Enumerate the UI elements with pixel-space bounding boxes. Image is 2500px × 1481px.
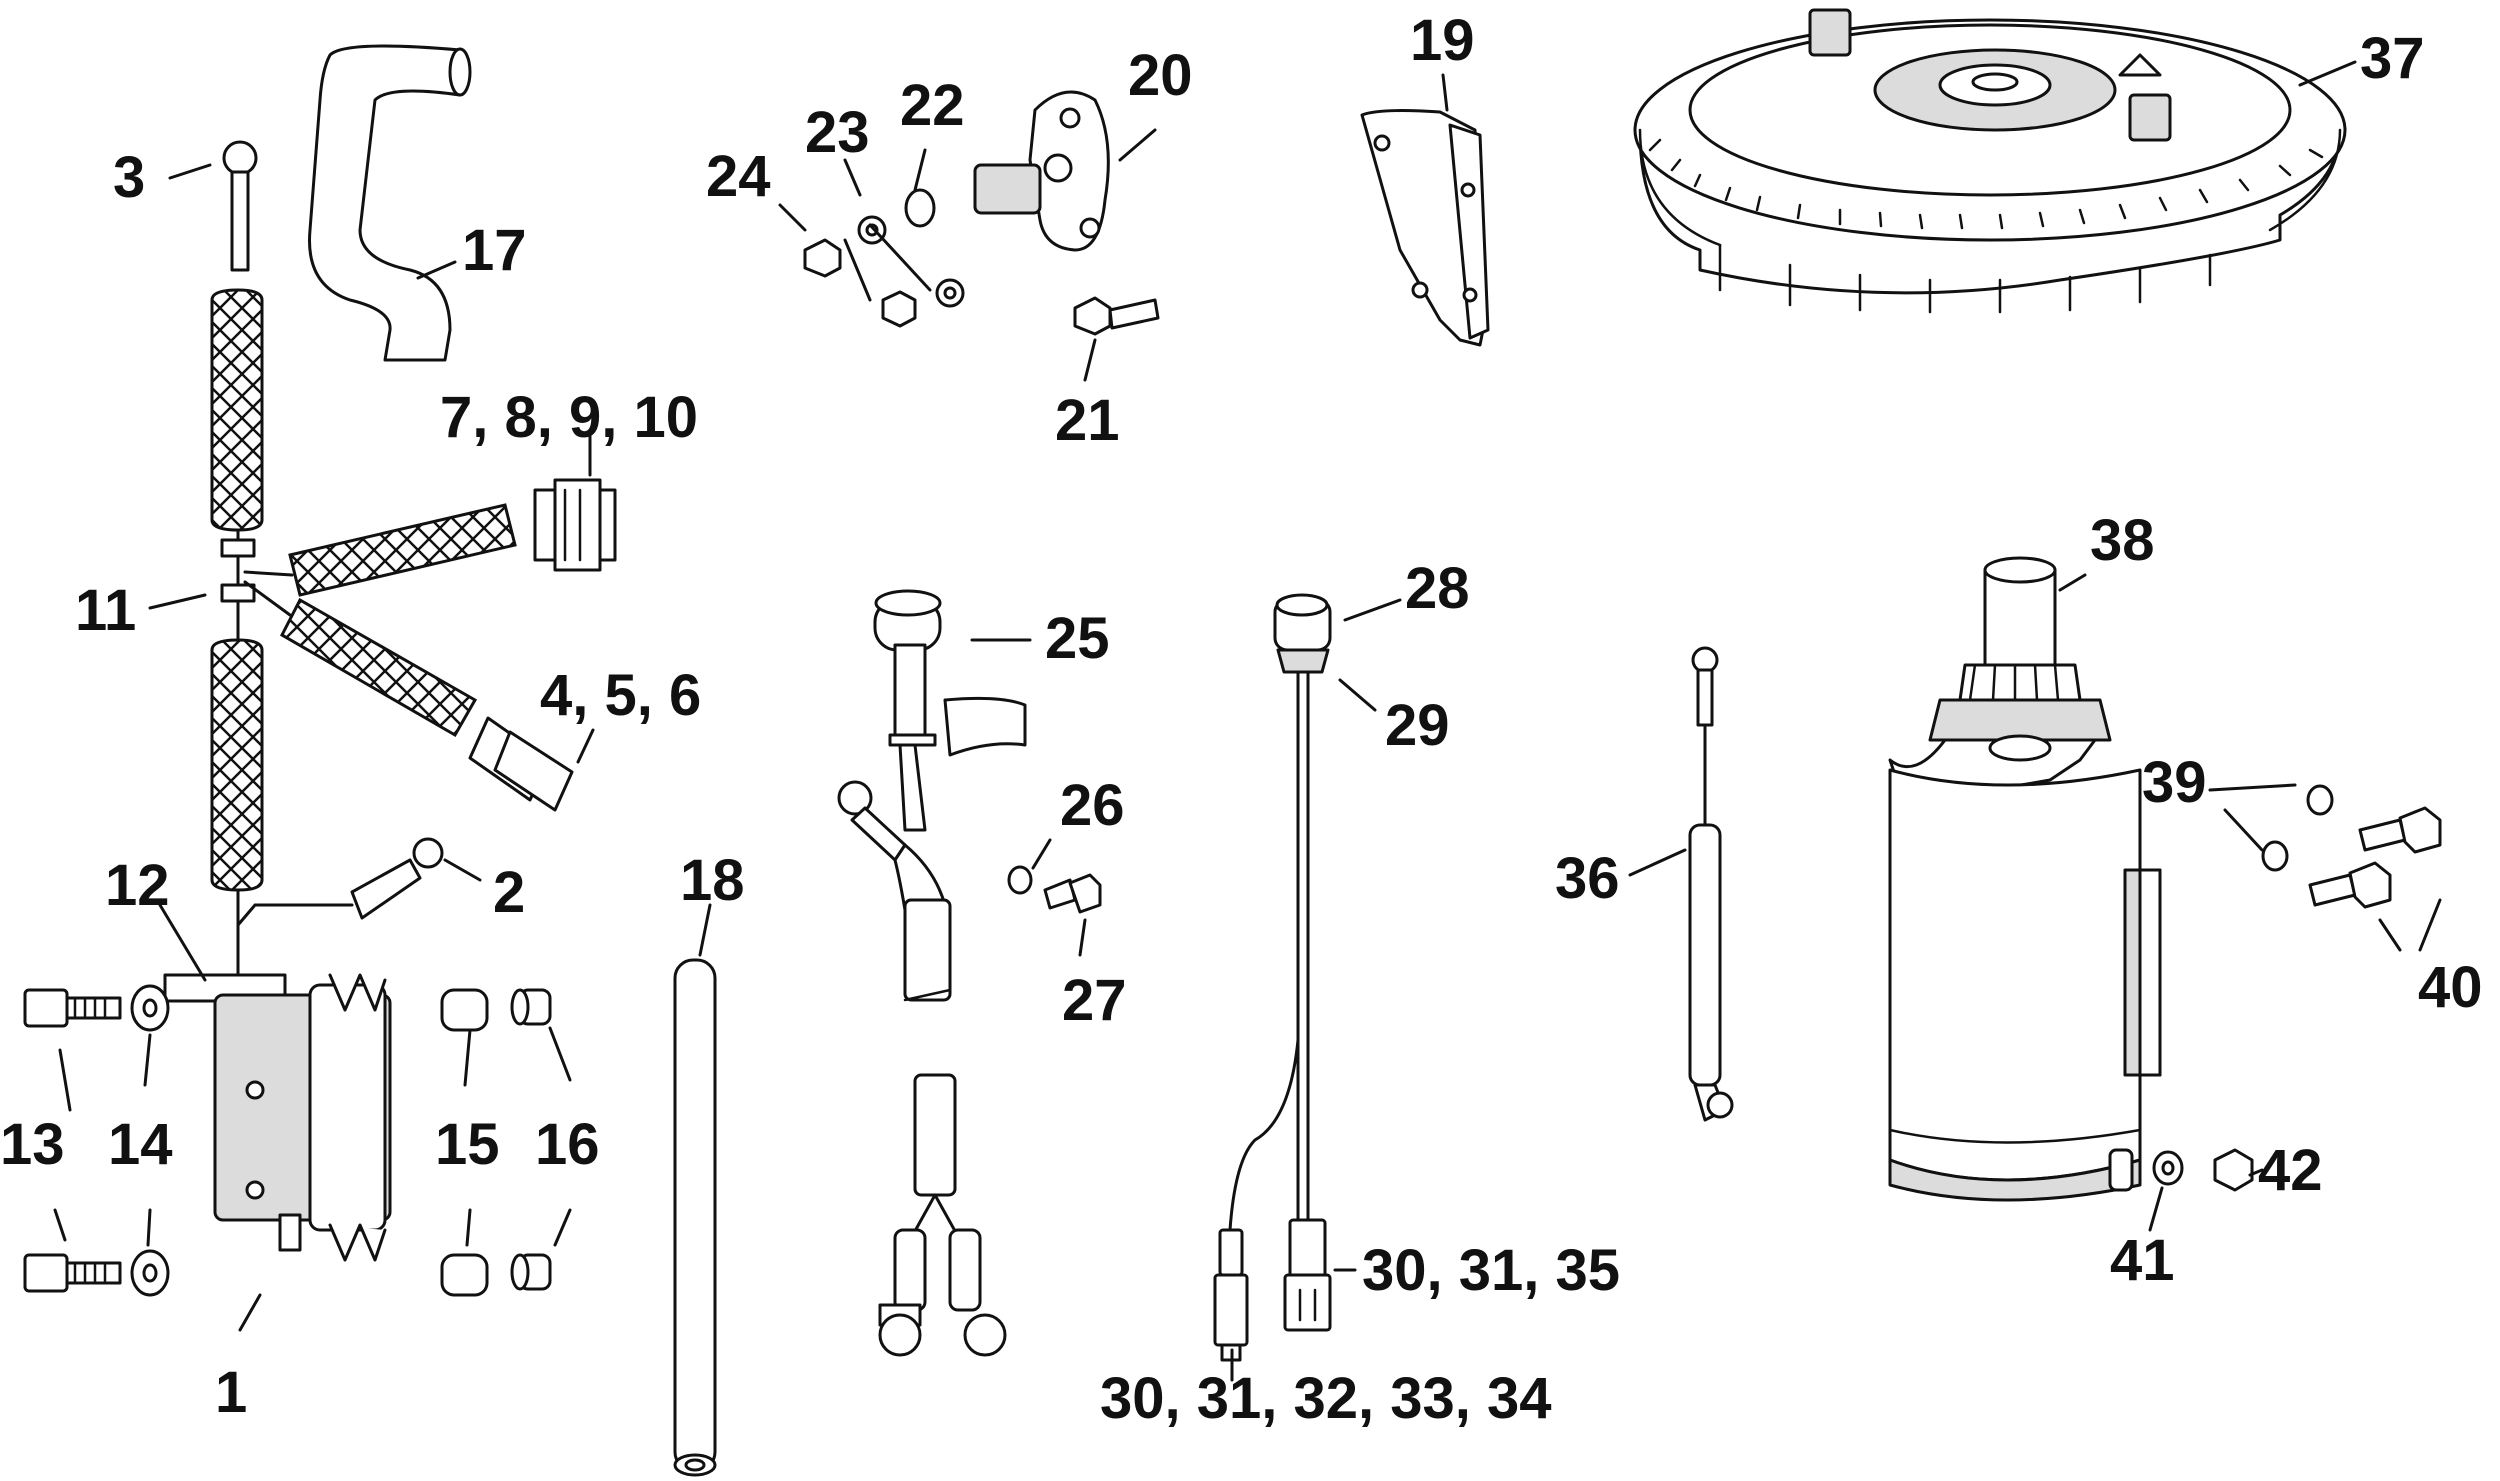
- callout-39: 39: [2142, 750, 2207, 815]
- regulator-1: [213, 973, 392, 1262]
- callout-16: 16: [535, 1112, 600, 1177]
- tube-18: [673, 958, 717, 1477]
- callout-7-8-9-10: 7, 8, 9, 10: [440, 385, 698, 450]
- callout-41: 41: [2110, 1228, 2175, 1293]
- sensor-harness-28: [1213, 593, 1332, 1362]
- callout-17: 17: [462, 218, 527, 283]
- washers-39: [2261, 784, 2334, 872]
- washer-41: [2152, 1150, 2184, 1186]
- callout-4-5-6: 4, 5, 6: [540, 663, 701, 728]
- callout-labels: 3 17 7, 8, 9, 10 11 4, 5, 6 12 2 13 14 1…: [0, 8, 2483, 1431]
- callout-1: 1: [215, 1360, 247, 1425]
- flywheel-37: [1633, 8, 2347, 314]
- bracket-19: [1360, 109, 1490, 347]
- screw-27: [1043, 873, 1102, 914]
- starter-motor-38: [1888, 556, 2162, 1202]
- washers-14: [130, 984, 170, 1297]
- wire-harness: [163, 140, 617, 1003]
- callout-19: 19: [1410, 8, 1475, 73]
- callout-24: 24: [706, 144, 771, 209]
- callout-15: 15: [435, 1112, 500, 1177]
- hose-17: [308, 44, 472, 362]
- sensor-20: [973, 90, 1110, 252]
- callout-26: 26: [1060, 773, 1125, 838]
- bolts-40: [2308, 806, 2442, 909]
- callout-29: 29: [1385, 693, 1450, 758]
- callout-28: 28: [1405, 556, 1470, 621]
- callout-18: 18: [680, 848, 745, 913]
- cable-36: [1688, 646, 1734, 1122]
- leader-lines: [53, 60, 2442, 1382]
- callout-13: 13: [0, 1112, 65, 1177]
- washers-nuts-22-24: [803, 188, 965, 328]
- callout-14: 14: [108, 1112, 173, 1177]
- callout-20: 20: [1128, 43, 1193, 108]
- callout-30-31-35: 30, 31, 35: [1362, 1238, 1620, 1303]
- bushings-16: [510, 988, 552, 1291]
- callout-30-31-32-33-34: 30, 31, 32, 33, 34: [1100, 1366, 1551, 1431]
- callout-11: 11: [75, 578, 136, 643]
- callout-37: 37: [2360, 26, 2425, 91]
- callout-22: 22: [900, 73, 965, 138]
- callout-36: 36: [1555, 846, 1620, 911]
- bolts-13: [23, 988, 122, 1293]
- callout-25: 25: [1045, 606, 1110, 671]
- nut-42: [2213, 1148, 2254, 1192]
- callout-23: 23: [805, 100, 870, 165]
- battery-cable-25: [837, 589, 1027, 1357]
- callout-21: 21: [1055, 388, 1120, 453]
- callout-40: 40: [2418, 955, 2483, 1020]
- washer-26: [1007, 865, 1033, 895]
- callout-42: 42: [2258, 1138, 2323, 1203]
- screw-21: [1073, 296, 1160, 336]
- grommets-15: [440, 988, 489, 1297]
- callout-12: 12: [105, 853, 170, 918]
- callout-38: 38: [2090, 508, 2155, 573]
- callout-2: 2: [493, 860, 525, 925]
- callout-3: 3: [113, 145, 145, 210]
- callout-27: 27: [1062, 968, 1127, 1033]
